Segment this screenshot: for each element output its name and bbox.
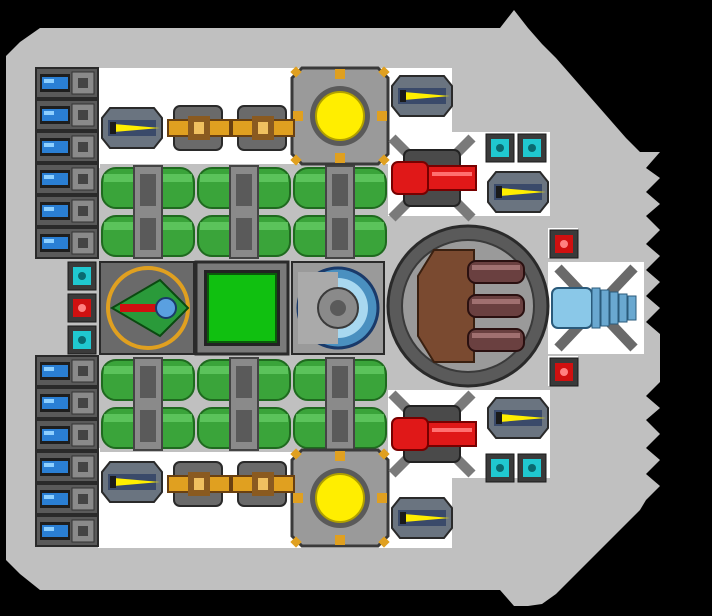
storage-crate-icon[interactable] bbox=[194, 260, 290, 356]
laser-turret-icon[interactable] bbox=[487, 171, 549, 213]
green-pipe-block-icon bbox=[100, 164, 196, 260]
cyan-node-icon[interactable] bbox=[67, 261, 97, 291]
main-engine-icon[interactable] bbox=[551, 264, 638, 352]
flak-gun-icon[interactable] bbox=[231, 105, 295, 151]
shield-generator-icon[interactable] bbox=[291, 261, 385, 355]
flak-gun-icon[interactable] bbox=[167, 461, 231, 507]
green-pipe-block-icon bbox=[100, 356, 196, 452]
cyan-node-icon[interactable] bbox=[485, 453, 515, 483]
blue-thruster-icon[interactable] bbox=[35, 483, 99, 515]
green-pipe-block-icon bbox=[196, 356, 292, 452]
hangar-fighter-icon[interactable] bbox=[99, 261, 195, 355]
blue-thruster-icon[interactable] bbox=[35, 227, 99, 259]
laser-turret-icon[interactable] bbox=[391, 75, 453, 117]
blue-thruster-icon[interactable] bbox=[35, 99, 99, 131]
blue-thruster-icon[interactable] bbox=[35, 67, 99, 99]
laser-turret-icon[interactable] bbox=[101, 107, 163, 149]
blue-thruster-icon[interactable] bbox=[35, 515, 99, 547]
triple-cannon-turret-icon[interactable] bbox=[386, 224, 550, 388]
laser-turret-icon[interactable] bbox=[101, 461, 163, 503]
flak-gun-icon[interactable] bbox=[167, 105, 231, 151]
flak-gun-icon[interactable] bbox=[231, 461, 295, 507]
green-pipe-block-icon bbox=[292, 356, 388, 452]
blue-thruster-icon[interactable] bbox=[35, 163, 99, 195]
blue-thruster-icon[interactable] bbox=[35, 355, 99, 387]
red-node-icon[interactable] bbox=[67, 293, 97, 323]
reactor-icon[interactable] bbox=[290, 448, 390, 548]
reactor-icon[interactable] bbox=[290, 66, 390, 166]
red-node-icon[interactable] bbox=[549, 357, 579, 387]
cyan-node-icon[interactable] bbox=[67, 325, 97, 355]
cyan-node-icon[interactable] bbox=[517, 133, 547, 163]
cyan-node-icon[interactable] bbox=[485, 133, 515, 163]
blue-thruster-icon[interactable] bbox=[35, 451, 99, 483]
red-turret-icon[interactable] bbox=[388, 390, 477, 478]
green-pipe-block-icon bbox=[292, 164, 388, 260]
blue-thruster-icon[interactable] bbox=[35, 387, 99, 419]
green-pipe-block-icon bbox=[196, 164, 292, 260]
red-turret-icon[interactable] bbox=[388, 134, 477, 222]
blue-thruster-icon[interactable] bbox=[35, 131, 99, 163]
blue-thruster-icon[interactable] bbox=[35, 195, 99, 227]
red-node-icon[interactable] bbox=[549, 229, 579, 259]
laser-turret-icon[interactable] bbox=[391, 497, 453, 539]
cyan-node-icon[interactable] bbox=[517, 453, 547, 483]
blue-thruster-icon[interactable] bbox=[35, 419, 99, 451]
laser-turret-icon[interactable] bbox=[487, 397, 549, 439]
